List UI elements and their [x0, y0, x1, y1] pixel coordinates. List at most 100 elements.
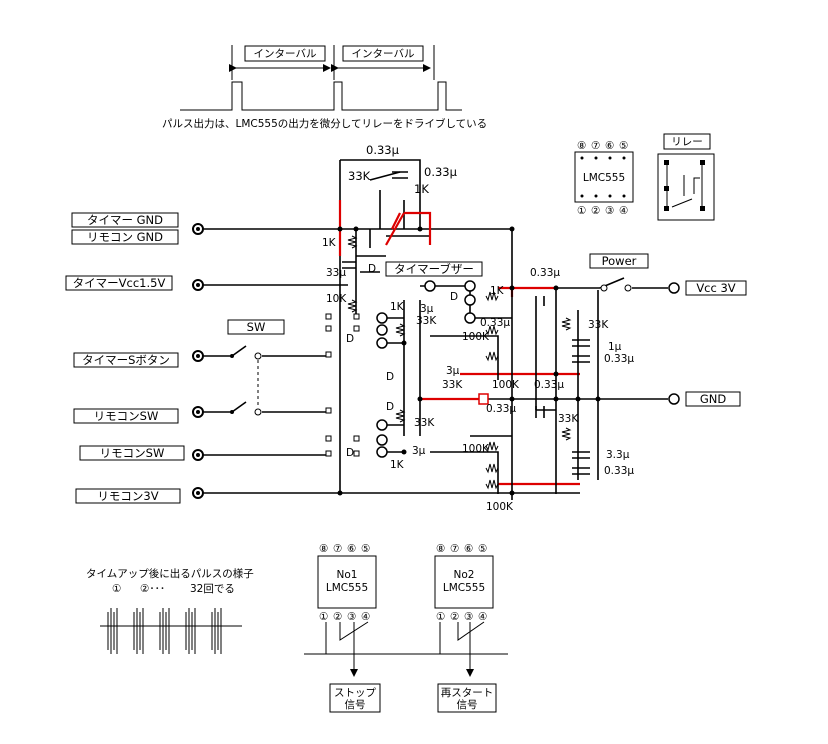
timer-s-button-box	[73, 352, 179, 368]
val-r33k-b: 33K	[588, 319, 609, 331]
timer-buzzer-label: タイマーブザー	[394, 262, 474, 276]
relay-pinout: リレー	[657, 133, 715, 221]
ic-top-pin8: ⑧	[577, 140, 586, 152]
val-d-a: D	[346, 333, 354, 345]
interval-label-a: インターバル	[254, 48, 317, 60]
val-r33k-d: 33K	[558, 413, 579, 425]
sw-box	[227, 319, 285, 335]
ic-top-pin6: ⑥	[605, 140, 614, 152]
interval-label-box-b	[342, 45, 424, 62]
remocon-3v-box	[75, 488, 181, 504]
val-c033-top2: 0.33μ	[424, 165, 458, 179]
ic-top-pin7: ⑦	[591, 140, 600, 152]
val-r1k-top: 1K	[414, 182, 429, 196]
val-d-top: D	[368, 263, 376, 275]
val-r100k-d: 100K	[486, 501, 514, 513]
ic-no2-pin7: ⑦	[450, 543, 459, 555]
component-values: 0.33μ 0.33μ 33K 1K 1K 33μ 10K D 1K 3μ 33…	[322, 143, 634, 513]
ic-bottom-wiring	[304, 621, 508, 677]
stop-signal-box	[329, 683, 381, 713]
signal-labels: ストップ 信号 再スタート 信号	[329, 683, 497, 713]
sw-label: SW	[247, 320, 266, 334]
val-r10k: 10K	[326, 293, 347, 305]
ic-no2-pin2: ②	[450, 611, 459, 623]
power-box	[589, 253, 649, 269]
val-c3-c: 3μ	[412, 445, 426, 457]
pulse-caption: パルス出力は、LMC555の出力を微分してリレーをドライブしている	[162, 117, 487, 130]
val-r33k-top: 33K	[348, 169, 371, 183]
val-c033-d: 0.33μ	[534, 379, 564, 391]
ic-no1-pin8: ⑧	[319, 543, 328, 555]
ic-no2-pin6: ⑥	[464, 543, 473, 555]
val-r33k-a: 33K	[416, 315, 437, 327]
stop-signal-l1: ストップ	[334, 687, 376, 699]
vcc3v-label: Vcc 3V	[696, 281, 735, 295]
val-c033-f: 0.33μ	[604, 465, 634, 477]
timer-buzzer-box	[385, 261, 483, 277]
remocon-sw1-box	[73, 408, 179, 424]
val-c033-a: 0.33μ	[530, 267, 560, 279]
gnd-box	[685, 391, 741, 407]
val-d-b: D	[346, 447, 354, 459]
ic-no2-pin5: ⑤	[478, 543, 487, 555]
val-c033-c: 0.33μ	[604, 353, 634, 365]
val-r33k-c: 33K	[442, 379, 463, 391]
components	[325, 171, 680, 496]
vcc3v-box	[685, 280, 747, 296]
timer-vcc-label: タイマーVcc1.5V	[73, 276, 166, 290]
ic-top-pin4: ④	[619, 205, 628, 217]
val-r33k-e: 33K	[414, 417, 435, 429]
pulse-sketch: タイムアップ後に出るパルスの様子 ① ②･･･ 32回でる	[86, 567, 254, 654]
val-r1k-b: 1K	[490, 285, 505, 297]
val-c3-b: 3μ	[446, 365, 460, 377]
val-r1k-left: 1K	[322, 237, 337, 249]
ic-no1-pin1: ①	[319, 611, 328, 623]
ic-no2-pin8: ⑧	[436, 543, 445, 555]
remocon-sw2-box	[79, 445, 185, 461]
ic-no2-line2: LMC555	[443, 582, 485, 594]
ic-no2: ⑧ ⑦ ⑥ ⑤ No2 LMC555 ① ② ③ ④	[434, 543, 494, 623]
val-d-e: D	[450, 291, 458, 303]
remocon-sw1-label: リモコンSW	[94, 409, 159, 423]
ic-top-pin1: ①	[577, 205, 586, 217]
pulse-note-title: タイムアップ後に出るパルスの様子	[86, 567, 254, 580]
ic-no1-pin5: ⑤	[361, 543, 370, 555]
ic-top-name: LMC555	[583, 172, 625, 184]
remocon-sw2-label: リモコンSW	[100, 446, 165, 460]
pulse-note-n2: ②･･･	[140, 583, 165, 595]
val-r1k-a: 1K	[390, 301, 405, 313]
ic-no1: ⑧ ⑦ ⑥ ⑤ No1 LMC555 ① ② ③ ④	[317, 543, 377, 623]
val-c033-b: 0.33μ	[480, 317, 510, 329]
val-r100k-a: 100K	[462, 331, 490, 343]
remocon-gnd-label: リモコン GND	[87, 230, 163, 244]
ic-no1-pin6: ⑥	[347, 543, 356, 555]
power-label: Power	[602, 254, 637, 268]
ic-no2-pin4: ④	[478, 611, 487, 623]
ic-top-pin5: ⑤	[619, 140, 628, 152]
val-c33-left: 33μ	[326, 267, 346, 279]
val-c033-e: 0.33μ	[486, 403, 516, 415]
ic-no1-line1: No1	[337, 569, 358, 581]
val-r100k-c: 100K	[462, 443, 490, 455]
ic-top-pin3: ③	[605, 205, 614, 217]
remocon-3v-label: リモコン3V	[97, 489, 158, 503]
main-wiring	[204, 159, 668, 500]
val-d-d: D	[386, 401, 394, 413]
ic-no2-pin1: ①	[436, 611, 445, 623]
ic-no2-line1: No2	[454, 569, 475, 581]
pulse-note-n32: 32回でる	[190, 583, 235, 595]
stop-signal-l2: 信号	[345, 699, 366, 711]
restart-signal-box	[437, 683, 497, 713]
interval-label-b: インターバル	[352, 48, 415, 60]
net-labels: タイマーブザー Power Vcc 3V GND	[385, 253, 747, 407]
restart-signal-l1: 再スタート	[441, 687, 494, 699]
val-r100k-b: 100K	[492, 379, 520, 391]
interval-timing-diagram: インターバル インターバル パルス出力は、LMC555の出力を微分してリレーをド…	[162, 45, 487, 130]
left-terminals: タイマー GND リモコン GND タイマーVcc1.5V タイマーSボタン リ…	[65, 212, 285, 504]
val-c1-a: 1μ	[608, 341, 622, 353]
timer-gnd-label: タイマー GND	[87, 213, 163, 227]
ic-no1-pin3: ③	[347, 611, 356, 623]
timer-vcc-box	[65, 275, 173, 291]
val-c33-b: 3.3μ	[606, 449, 630, 461]
